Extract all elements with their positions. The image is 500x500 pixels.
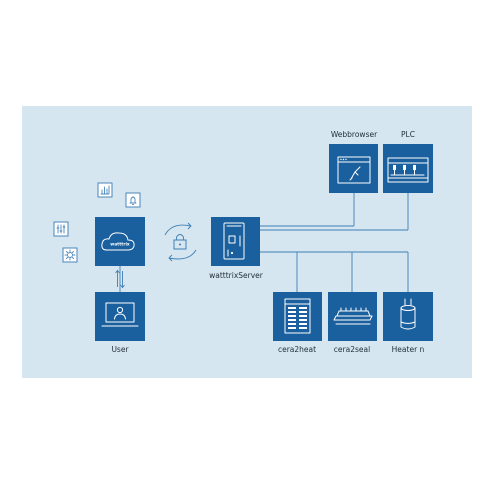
heater-n-box	[383, 292, 433, 341]
browser-icon	[337, 156, 371, 184]
gear-icon	[62, 247, 78, 263]
connectors	[119, 193, 409, 292]
updown-arrows-icon	[115, 269, 125, 289]
sealing-bar-icon	[333, 307, 373, 325]
plc-box	[383, 144, 433, 193]
sliders-icon	[53, 221, 69, 237]
cylinder-heater-icon	[400, 298, 416, 330]
cera2heat-box	[273, 292, 322, 341]
plc-label: PLC	[401, 130, 415, 139]
plc-icon	[387, 157, 429, 183]
server-label: watttrixServer	[209, 271, 264, 280]
bell-icon	[125, 192, 141, 208]
webbrowser-label: Webbrowser	[331, 130, 378, 139]
cloud-icon	[101, 232, 135, 251]
cera2heat-label: cera2heat	[278, 345, 316, 354]
cloud-logo-text: watttrix	[110, 242, 130, 248]
heater-n-label: Heater n	[392, 345, 425, 354]
webbrowser-box	[329, 144, 378, 193]
user-box	[95, 292, 145, 341]
laptop-user-icon	[101, 302, 139, 327]
cloud-box: watttrix	[95, 217, 145, 266]
cera2seal-box	[328, 292, 377, 341]
lock-icon	[173, 234, 187, 250]
heater-controller-icon	[284, 298, 311, 334]
user-label: User	[111, 345, 129, 354]
server-icon	[223, 222, 245, 260]
cera2seal-label: cera2seal	[334, 345, 370, 354]
bar-chart-icon	[97, 182, 113, 198]
sync-arrows-icon	[164, 222, 197, 262]
server-box	[211, 217, 260, 266]
